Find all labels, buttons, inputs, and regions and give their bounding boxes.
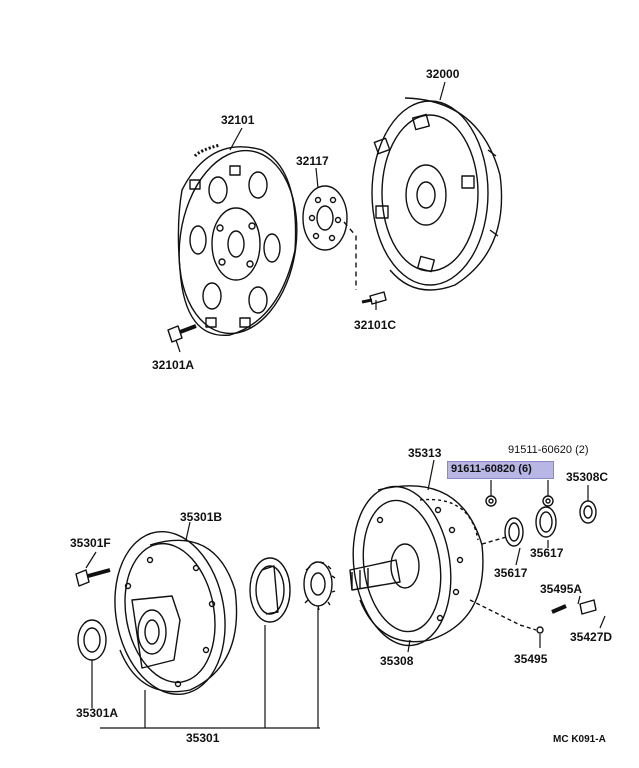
label-35308c[interactable]: 35308C [566,470,609,484]
label-35495[interactable]: 35495 [514,652,548,666]
label-35301a[interactable]: 35301A [76,706,119,720]
label-35617-right[interactable]: 35617 [530,546,564,560]
label-32000[interactable]: 32000 [426,67,460,81]
label-32101[interactable]: 32101 [221,113,255,127]
label-35495a[interactable]: 35495A [540,582,583,596]
label-35313[interactable]: 35313 [408,446,442,460]
spacer-plate-drawing [302,185,387,305]
diagram-code: MC K091-A [553,734,606,745]
oil-seal-35301a-drawing [77,619,107,661]
drive-plate-drawing [177,143,298,336]
label-35308[interactable]: 35308 [380,654,414,668]
highlight-91611 [447,461,554,479]
oil-seal-35308c-drawing [579,500,597,524]
label-35617-left[interactable]: 35617 [494,566,528,580]
label-35301b[interactable]: 35301B [180,510,223,524]
leader-lines [85,81,606,729]
pump-gears-drawing [249,557,336,623]
label-35427d[interactable]: 35427D [570,630,613,644]
seal-rings-drawing [504,506,557,547]
pump-housing-35301b-drawing [114,531,238,695]
label-35301f[interactable]: 35301F [70,536,111,550]
label-32117[interactable]: 32117 [296,154,329,168]
label-91611[interactable]: 91611-60820 (6) [451,463,532,475]
oil-pump-body-drawing [349,485,537,647]
label-32101a[interactable]: 32101A [152,358,195,372]
label-32101c[interactable]: 32101C [354,318,397,332]
label-35301[interactable]: 35301 [186,731,220,745]
bolt-32101a-drawing [167,324,197,343]
label-91511[interactable]: 91511-60620 (2) [508,444,589,456]
torque-converter-drawing [371,97,503,291]
bolt-35301f-drawing [75,568,111,587]
